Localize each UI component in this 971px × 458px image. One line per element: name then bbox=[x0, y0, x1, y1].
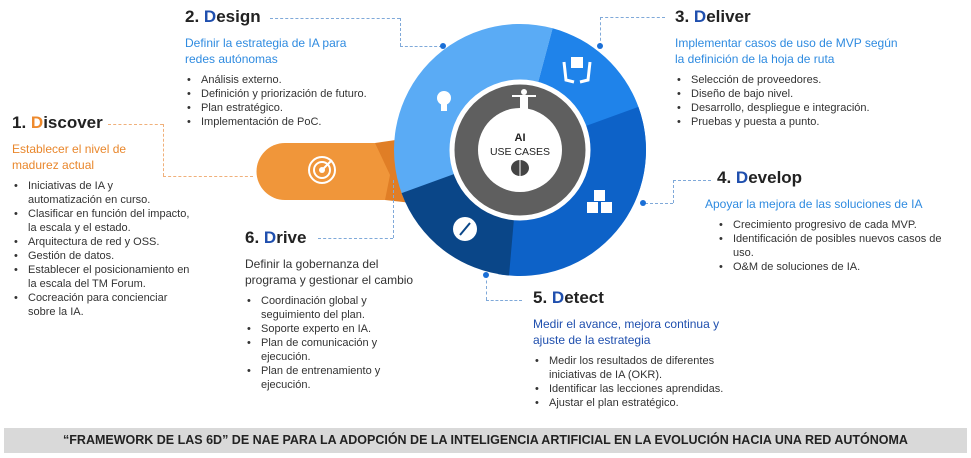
design-title: 2. Design bbox=[185, 7, 261, 26]
bullet-item: Soporte experto en IA. bbox=[245, 322, 405, 336]
step-design: 2. Design Definir la estrategia de IA pa… bbox=[185, 7, 395, 129]
discover-title: 1. Discover bbox=[12, 113, 103, 132]
drive-title: 6. Drive bbox=[245, 228, 307, 247]
discover-subtitle: Establecer el nivel de madurez actual bbox=[12, 142, 127, 172]
bullet-item: Definición y priorización de futuro. bbox=[185, 87, 395, 101]
cubes-icon bbox=[587, 190, 612, 213]
bullet-item: Plan de comunicación y ejecución. bbox=[245, 336, 405, 364]
step-drive: 6. Drive Definir la gobernanza del progr… bbox=[245, 228, 415, 392]
bullet-item: Coordinación global y seguimiento del pl… bbox=[245, 294, 405, 322]
discover-bullets: Iniciativas de IA y automatización en cu… bbox=[12, 179, 190, 319]
gauge-icon bbox=[453, 217, 477, 241]
bullet-item: Iniciativas de IA y automatización en cu… bbox=[12, 179, 190, 207]
bullet-item: Crecimiento progresivo de cada MVP. bbox=[717, 218, 942, 232]
design-subtitle: Definir la estrategia de IA para redes a… bbox=[185, 36, 347, 66]
brain-icon bbox=[511, 160, 529, 176]
bullet-item: Medir los resultados de diferentes inici… bbox=[533, 354, 748, 382]
footer-caption: “FRAMEWORK DE LAS 6D” DE NAE PARA LA ADO… bbox=[4, 428, 967, 453]
bullet-item: Implementación de PoC. bbox=[185, 115, 395, 129]
step-deliver: 3. Deliver Implementar casos de uso de M… bbox=[675, 7, 900, 129]
develop-bullets: Crecimiento progresivo de cada MVP.Ident… bbox=[717, 218, 942, 274]
drive-subtitle: Definir la gobernanza del programa y ges… bbox=[245, 257, 414, 287]
bullet-item: Identificación de posibles nuevos casos … bbox=[717, 232, 942, 260]
detect-subtitle: Medir el avance, mejora continua y ajust… bbox=[533, 317, 720, 347]
design-segment bbox=[394, 23, 553, 204]
bullet-item: Análisis externo. bbox=[185, 73, 395, 87]
bullet-item: Diseño de bajo nivel. bbox=[675, 87, 900, 101]
bullet-item: Clasificar en función del impacto, la es… bbox=[12, 207, 190, 235]
detect-title: 5. Detect bbox=[533, 288, 604, 307]
detect-bullets: Medir los resultados de diferentes inici… bbox=[533, 354, 748, 410]
bullet-item: Ajustar el plan estratégico. bbox=[533, 396, 748, 410]
center-line1: AI bbox=[515, 132, 526, 144]
bullet-item: Gestión de datos. bbox=[12, 249, 190, 263]
bullet-item: Desarrollo, despliegue e integración. bbox=[675, 101, 900, 115]
bullet-item: Plan de entrenamiento y ejecución. bbox=[245, 364, 405, 392]
develop-subtitle: Apoyar la mejora de las soluciones de IA bbox=[705, 197, 923, 211]
bullet-item: Pruebas y puesta a punto. bbox=[675, 115, 900, 129]
inner-white-core bbox=[478, 108, 562, 192]
conductor-icon bbox=[512, 89, 536, 110]
deliver-title: 3. Deliver bbox=[675, 7, 751, 26]
target-icon bbox=[308, 156, 336, 184]
bullet-item: Plan estratégico. bbox=[185, 101, 395, 115]
step-develop: 4. Develop Apoyar la mejora de las soluc… bbox=[705, 168, 962, 274]
center-line2: USE CASES bbox=[490, 146, 550, 158]
drive-bullets: Coordinación global y seguimiento del pl… bbox=[245, 294, 405, 392]
bullet-item: Establecer el posicionamiento en la esca… bbox=[12, 263, 190, 291]
bullet-item: Cocreación para concienciar sobre la IA. bbox=[12, 291, 190, 319]
hands-box-icon bbox=[562, 57, 592, 84]
deliver-subtitle: Implementar casos de uso de MVP según la… bbox=[675, 36, 898, 66]
bullet-item: Selección de proveedores. bbox=[675, 73, 900, 87]
lightbulb-icon bbox=[437, 91, 451, 111]
develop-title: 4. Develop bbox=[717, 168, 803, 187]
design-bullets: Análisis externo.Definición y priorizaci… bbox=[185, 73, 395, 129]
step-detect: 5. Detect Medir el avance, mejora contin… bbox=[533, 288, 748, 410]
deliver-bullets: Selección de proveedores.Diseño de bajo … bbox=[675, 73, 900, 129]
bullet-item: Arquitectura de red y OSS. bbox=[12, 235, 190, 249]
bullet-item: O&M de soluciones de IA. bbox=[717, 260, 942, 274]
bullet-item: Identificar las lecciones aprendidas. bbox=[533, 382, 748, 396]
step-discover: 1. Discover Establecer el nivel de madur… bbox=[12, 113, 190, 319]
